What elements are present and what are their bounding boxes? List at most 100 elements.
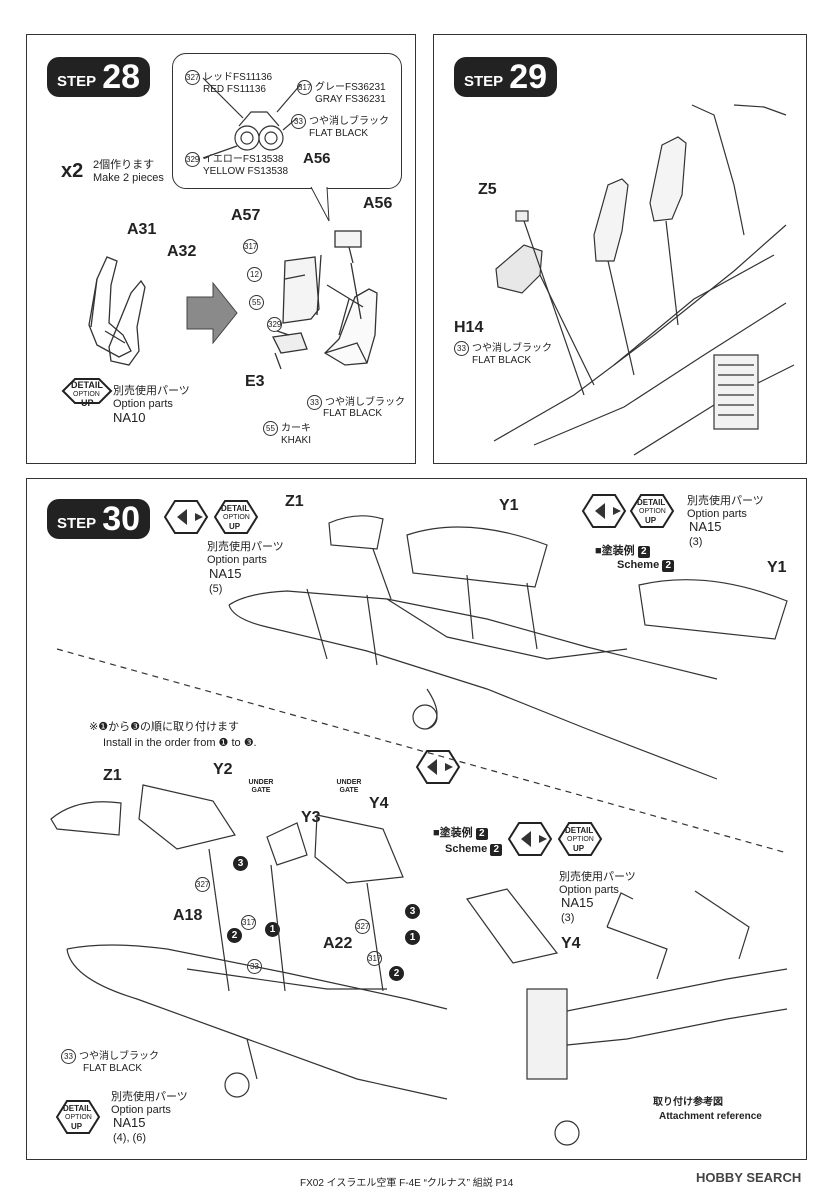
step30-badge: STEP 30 xyxy=(47,499,151,539)
part-y1b: Y1 xyxy=(767,559,787,576)
paint-code-badge: 317 xyxy=(243,239,258,254)
scheme-num: 2 xyxy=(637,546,650,558)
order-step-badge: 2 xyxy=(227,928,242,943)
paint-code-badge: 33 xyxy=(61,1049,76,1064)
option-jp: 別売使用パーツ xyxy=(687,495,764,507)
detail-up-hex xyxy=(61,378,113,404)
order-jp: ※❶から❸の順に取り付けます xyxy=(89,721,239,733)
part-a56: A56 xyxy=(363,195,393,212)
detail-bottom: UP xyxy=(71,1122,83,1131)
flat-en: FLAT BLACK xyxy=(309,128,369,139)
yellow-jp: イエローFS13538 xyxy=(203,154,284,166)
part-z1b: Z1 xyxy=(103,767,122,784)
harness-drawing xyxy=(202,77,302,159)
part-y2: Y2 xyxy=(213,761,233,778)
paint-code-badge: 327 xyxy=(195,877,210,892)
detail-top: DETAIL xyxy=(637,498,666,507)
option-jp: 別売使用パーツ xyxy=(113,385,190,397)
step30-word: STEP xyxy=(57,514,97,532)
scheme-num: 2 xyxy=(475,828,488,840)
attach-en: Attachment reference xyxy=(659,1111,762,1122)
step30-drawings xyxy=(50,515,788,1146)
step29-word: STEP xyxy=(464,72,504,90)
option-part-a: NA15 xyxy=(209,566,242,581)
part-z5: Z5 xyxy=(478,181,497,198)
red-jp: レッドFS11136 xyxy=(203,72,273,84)
detail-top: DETAIL xyxy=(221,504,250,513)
part-e3: E3 xyxy=(245,373,265,390)
order-step-badge: 1 xyxy=(405,930,420,945)
option-num-a: (5) xyxy=(209,583,223,595)
flat-jp: つや消しブラック xyxy=(309,116,389,128)
order-step-badge: 1 xyxy=(265,922,280,937)
option-part: NA10 xyxy=(113,410,146,425)
paint-code-badge: 317 xyxy=(367,951,382,966)
step28-drawings xyxy=(88,230,378,370)
gray-jp: グレーFS36231 xyxy=(315,82,386,94)
detail-bottom: UP xyxy=(229,522,241,531)
step28-number: 28 xyxy=(102,57,141,96)
footer-text: FX02 イスラエル空軍 F-4E “クルナス” 組説 P14 xyxy=(300,1178,514,1189)
paint-code-badge: 327 xyxy=(355,919,370,934)
khaki-jp: カーキ xyxy=(281,423,311,435)
yellow-en: YELLOW FS13538 xyxy=(203,166,289,177)
part-a32: A32 xyxy=(167,243,197,260)
option-num-b: (3) xyxy=(689,536,703,548)
scheme-num: 2 xyxy=(490,844,503,856)
option-num-d: (4), (6) xyxy=(113,1132,146,1144)
flat-en: FLAT BLACK xyxy=(83,1063,143,1074)
option-en: Option parts xyxy=(113,398,173,410)
paint-code-badge: 317 xyxy=(241,915,256,930)
paint-code-badge: 327 xyxy=(185,70,200,85)
scheme-jp: ■塗装例 xyxy=(433,827,473,839)
paint-code-badge: 55 xyxy=(263,421,278,436)
detail-mid: OPTION xyxy=(65,1114,92,1121)
detail-mid: OPTION xyxy=(73,391,100,398)
order-en: Install in the order from ❶ to ❸. xyxy=(103,737,257,749)
callout-pointer xyxy=(310,186,330,222)
step30-panel: STEP 30 DETAIL OPTION UP DETAIL OPTION U… xyxy=(26,478,807,1160)
flat-jp: つや消しブラック xyxy=(472,343,552,355)
option-part-b: NA15 xyxy=(689,519,722,534)
option-jp: 別売使用パーツ xyxy=(111,1091,188,1103)
step28-word: STEP xyxy=(57,72,97,90)
part-a57: A57 xyxy=(231,207,261,224)
under-gate-badge: UNDER GATE xyxy=(248,779,274,794)
flat-en: FLAT BLACK xyxy=(472,355,532,366)
paint-code-badge: 12 xyxy=(247,267,262,282)
option-en: Option parts xyxy=(207,554,267,566)
gray-en: GRAY FS36231 xyxy=(315,94,386,105)
option-en: Option parts xyxy=(559,884,619,896)
detail-top: DETAIL xyxy=(565,826,594,835)
option-jp: 別売使用パーツ xyxy=(559,871,636,883)
detail-mid: OPTION xyxy=(567,836,594,843)
part-z1: Z1 xyxy=(285,493,304,510)
paint-code-badge: 33 xyxy=(307,395,322,410)
scheme-en: Scheme xyxy=(445,843,488,855)
scheme-num: 2 xyxy=(662,560,675,572)
part-a56-callout: A56 xyxy=(303,150,331,167)
option-en: Option parts xyxy=(687,508,747,520)
step29-number: 29 xyxy=(509,57,548,96)
detail-mid: OPTION xyxy=(223,514,250,521)
step28-multiplier: x2 xyxy=(61,160,84,182)
part-y4: Y4 xyxy=(369,795,389,812)
detail-mid: OPTION xyxy=(639,508,666,515)
detail-top: DETAIL xyxy=(63,1104,92,1113)
footer-watermark: HOBBY SEARCH xyxy=(696,1170,802,1185)
part-a18: A18 xyxy=(173,907,203,924)
option-jp: 別売使用パーツ xyxy=(207,541,284,553)
order-step-badge: 2 xyxy=(389,966,404,981)
option-en: Option parts xyxy=(111,1104,171,1116)
step28-make-en: Make 2 pieces xyxy=(93,172,164,184)
scheme-jp: ■塗装例 xyxy=(595,545,635,557)
paint-code-badge: 33 xyxy=(291,114,306,129)
detail-bottom: UP xyxy=(645,516,657,525)
under-gate-badge: UNDER GATE xyxy=(336,779,362,794)
option-num-c: (3) xyxy=(561,912,575,924)
flat-jp: つや消しブラック xyxy=(325,397,405,409)
step29-badge: STEP 29 xyxy=(454,57,558,97)
flat-jp: つや消しブラック xyxy=(79,1051,159,1063)
paint-code-badge: 55 xyxy=(249,295,264,310)
step28-make-jp: 2個作ります xyxy=(93,159,155,171)
